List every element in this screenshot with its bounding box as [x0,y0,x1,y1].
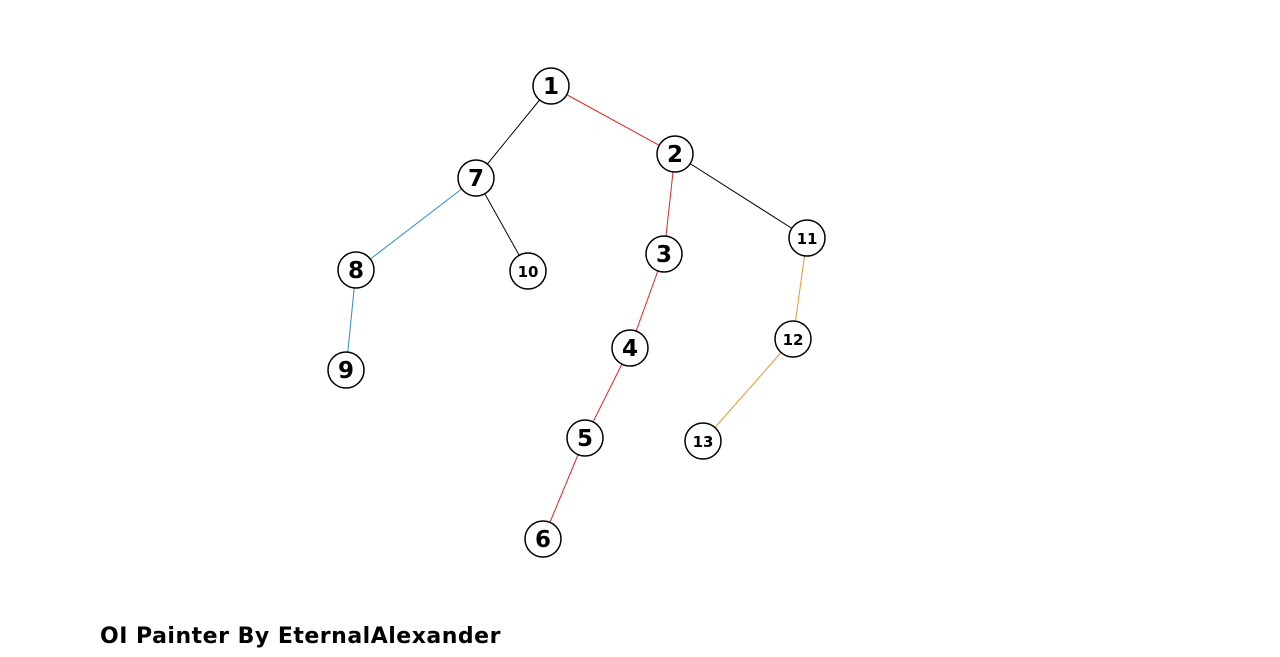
node-label-2: 2 [667,142,683,168]
node-label-4: 4 [622,336,638,362]
node-circle-13 [684,422,722,460]
node-circle-11 [788,219,826,257]
edge-2-11 [674,153,808,239]
node-11: 11 [788,219,826,257]
node-3: 3 [645,235,683,273]
tree-edges [345,85,808,540]
node-label-12: 12 [783,331,804,349]
node-1: 1 [532,67,570,105]
node-label-1: 1 [543,74,559,100]
edge-7-8 [355,177,477,271]
node-label-13: 13 [693,433,714,451]
node-circle-1 [532,67,570,105]
node-2: 2 [656,135,694,173]
node-9: 9 [327,351,365,389]
edge-1-2 [550,85,676,155]
node-5: 5 [566,419,604,457]
node-label-10: 10 [518,263,539,281]
node-circle-6 [524,520,562,558]
node-circle-4 [611,329,649,367]
node-label-3: 3 [656,242,672,268]
node-circle-8 [337,251,375,289]
footer-credit: OI Painter By EternalAlexander [100,624,501,649]
node-label-7: 7 [468,166,484,192]
node-label-5: 5 [577,426,593,452]
node-13: 13 [684,422,722,460]
node-7: 7 [457,159,495,197]
edge-12-13 [702,338,794,442]
node-6: 6 [524,520,562,558]
node-12: 12 [774,320,812,358]
node-circle-12 [774,320,812,358]
edge-1-7 [475,85,552,179]
node-circle-3 [645,235,683,273]
node-4: 4 [611,329,649,367]
node-circle-10 [509,252,547,290]
node-label-8: 8 [348,258,364,284]
node-label-6: 6 [535,527,551,553]
node-8: 8 [337,251,375,289]
node-circle-9 [327,351,365,389]
node-10: 10 [509,252,547,290]
node-circle-2 [656,135,694,173]
node-circle-5 [566,419,604,457]
node-label-11: 11 [797,230,818,248]
node-circle-7 [457,159,495,197]
node-label-9: 9 [338,358,354,384]
